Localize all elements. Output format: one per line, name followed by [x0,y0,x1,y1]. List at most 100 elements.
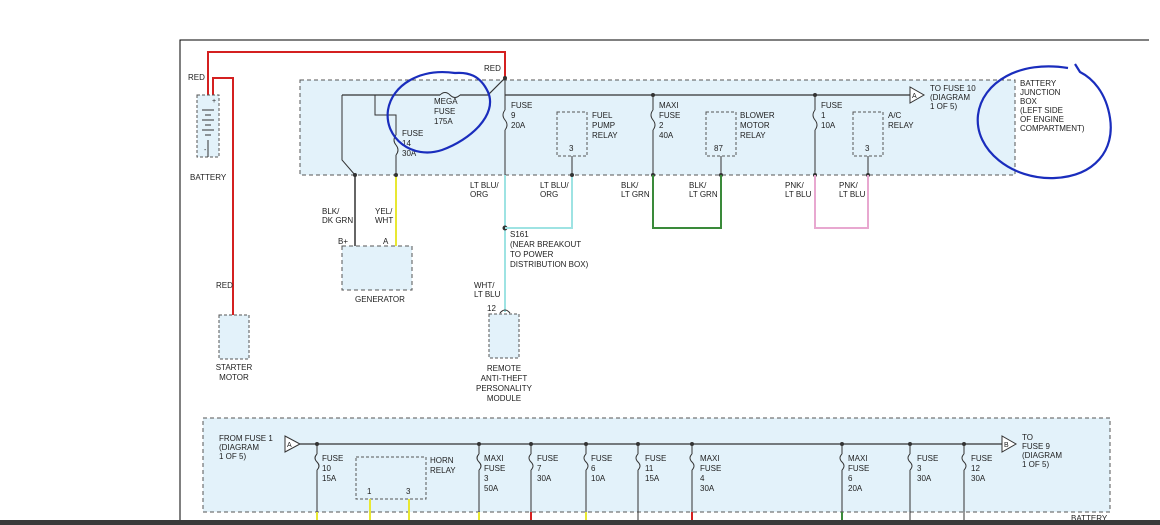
label-line: MOTOR [219,373,249,382]
splice-fuel-relay [570,173,574,177]
label-line: 15A [322,474,337,483]
rap-module-box [488,313,520,359]
label-line: TO FUSE 10 [930,84,976,93]
label-line: 6 [848,474,853,483]
label-line: 10 [322,464,331,473]
annotation-circle-mega-fuse [386,71,491,154]
label-line: 10A [591,474,606,483]
connector-a-top [909,86,926,104]
label-line: LT BLU/ [470,181,499,190]
generator-box [341,245,413,291]
starter-motor-box [218,314,250,360]
label-battery: BATTERY [190,173,227,182]
label-line: LT GRN [621,190,650,199]
label-line: TO POWER [510,250,554,259]
label-line: FUSE [591,454,612,463]
label-line: S161 [510,230,529,239]
label-line: FUSE [484,464,505,473]
label-line: 1 OF 5) [1022,460,1049,469]
taskbar-edge [0,520,1160,525]
label-connector-b: B [1004,442,1009,449]
label-line: 9 [511,111,516,120]
label-line: FUSE [700,464,721,473]
label-line: 30A [971,474,986,483]
label-line: 1 [821,111,826,120]
battery-minus: - [204,147,207,154]
label-line: LT BLU [839,190,866,199]
label-red-starter: RED [216,281,233,290]
label-line: DISTRIBUTION BOX) [510,260,589,269]
label-line: 20A [848,484,863,493]
label-line: 12 [971,464,980,473]
label-line: PNK/ [839,181,858,190]
label-line: HORN [430,456,454,465]
label-line: OF ENGINE [1020,115,1064,124]
label-line: LT BLU/ [540,181,569,190]
label-line: 4 [700,474,705,483]
label-line: BATTERY [1020,79,1057,88]
label-line: LT BLU [785,190,812,199]
label-wire-blk-dkgrn: BLK/DK GRN [322,207,353,225]
label-line: MAXI [484,454,504,463]
ac-relay-box [852,111,884,157]
label-line: FUSE 9 [1022,442,1051,451]
label-line: FUSE [848,464,869,473]
label-generator: GENERATOR [355,295,405,304]
label-line: ORG [540,190,558,199]
label-line: BLOWER [740,111,775,120]
label-wire-pnk-ltblu1: PNK/LT BLU [785,181,812,199]
mega-fuse-symbol [439,92,461,98]
label-line: JUNCTION [1020,88,1061,97]
connector-b [1001,435,1018,453]
label-wire-ltblu-org2: LT BLU/ORG [540,181,569,199]
label-line: RELAY [430,466,456,475]
label-gen-bplus: B+ [338,237,348,246]
label-line: (LEFT SIDE [1020,106,1063,115]
label-line: BLK/ [621,181,639,190]
label-line: (DIAGRAM [1022,451,1062,460]
battery-cells [202,109,214,157]
label-line: 30A [700,484,715,493]
fuel-pump-relay-box [556,111,588,157]
label-line: 3 [917,464,922,473]
label-line: 7 [537,464,542,473]
label-wire-blk-ltgrn2: BLK/LT GRN [689,181,718,199]
label-wire-wht-ltblu: WHT/LT BLU [474,281,501,299]
label-line: FUSE [917,454,938,463]
label-line: FUSE [322,454,343,463]
wire-pnk-ltblu [814,175,869,229]
battery-plus: + [212,98,216,105]
label-line: 1 OF 5) [219,452,246,461]
label-line: STARTER [216,363,253,372]
label-line: 1 OF 5) [930,102,957,111]
label-line: FUSE [537,454,558,463]
horn-pin1: 1 [367,487,372,496]
label-line: TO [1022,433,1033,442]
label-line: BOX [1020,97,1038,106]
label-battery-cut: BATTERY [1071,514,1108,523]
bottom-fuse-taps [314,442,967,520]
red-wire-top [207,51,506,95]
label-line: (NEAR BREAKOUT [510,240,581,249]
blower-pin: 87 [714,144,723,153]
maxi-fuse2-symbol [650,109,656,131]
label-line: PUMP [592,121,615,130]
label-connector-a-top: A [912,93,917,100]
label-line: MODULE [487,394,521,403]
blower-motor-relay-box [705,111,737,157]
label-line: FUSE [511,101,532,110]
label-line: MEGA [434,97,458,106]
label-line: BLK/ [689,181,707,190]
